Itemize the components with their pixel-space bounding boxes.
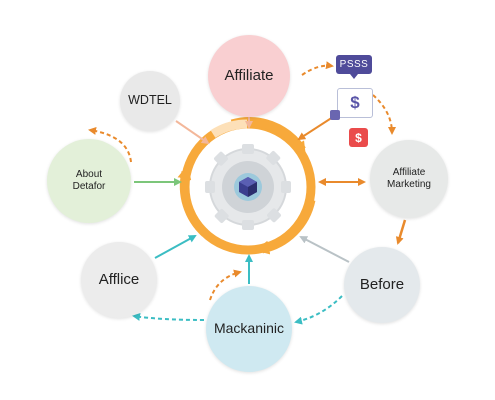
node-afflice: Afflice: [81, 242, 157, 318]
dashed-arrow-before-to-mackaninic: [294, 295, 343, 325]
small-tag-icon: [330, 110, 340, 120]
dashed-arrow-about-loop: [88, 126, 132, 163]
node-before: Before: [344, 247, 420, 323]
cube-icon: [239, 177, 257, 197]
dollar-red-symbol: $: [355, 130, 362, 145]
node-about-detafor: About Detafor: [47, 139, 131, 223]
connector-wdtel-to-cycle: [175, 120, 210, 145]
node-affmkt-label-line2: Marketing: [387, 179, 431, 190]
dashed-arrow-mackaninic-to-afflice: [132, 312, 205, 321]
connector-before-to-cycle: [299, 236, 350, 263]
node-about-label-line2: Detafor: [72, 181, 106, 192]
node-afflice-label: Afflice: [98, 270, 140, 288]
connector-affmkt-to-before: [395, 219, 407, 245]
node-about-label-line1: About: [75, 168, 103, 180]
pss-badge-label: PSSS: [339, 59, 369, 70]
node-affiliate: Affiliate: [208, 35, 290, 117]
node-affiliate-label: Affiliate: [224, 66, 274, 84]
dollar-document-symbol: $: [350, 93, 360, 112]
connector-badge-to-cycle: [297, 116, 334, 141]
dollar-document-icon: $: [337, 88, 373, 118]
node-affmkt-label-line1: Affiliate: [392, 166, 426, 178]
node-before-label: Before: [359, 275, 405, 293]
dollar-red-icon: $: [349, 128, 368, 147]
pss-badge: PSSS: [336, 55, 372, 79]
node-wdtel-label: WDTEL: [128, 93, 172, 108]
node-mackaninic-label: Mackaninic: [213, 320, 285, 337]
dashed-arrow-badge-to-affmkt: [372, 94, 396, 135]
connector-afflice-to-cycle: [154, 235, 197, 259]
dashed-arrow-mackaninic-loop: [209, 269, 242, 301]
node-wdtel: WDTEL: [120, 71, 180, 131]
node-affiliate-marketing: Affiliate Marketing: [370, 140, 448, 218]
dashed-arrow-affiliate-to-badge: [301, 61, 334, 76]
node-mackaninic: Mackaninic: [206, 286, 292, 372]
